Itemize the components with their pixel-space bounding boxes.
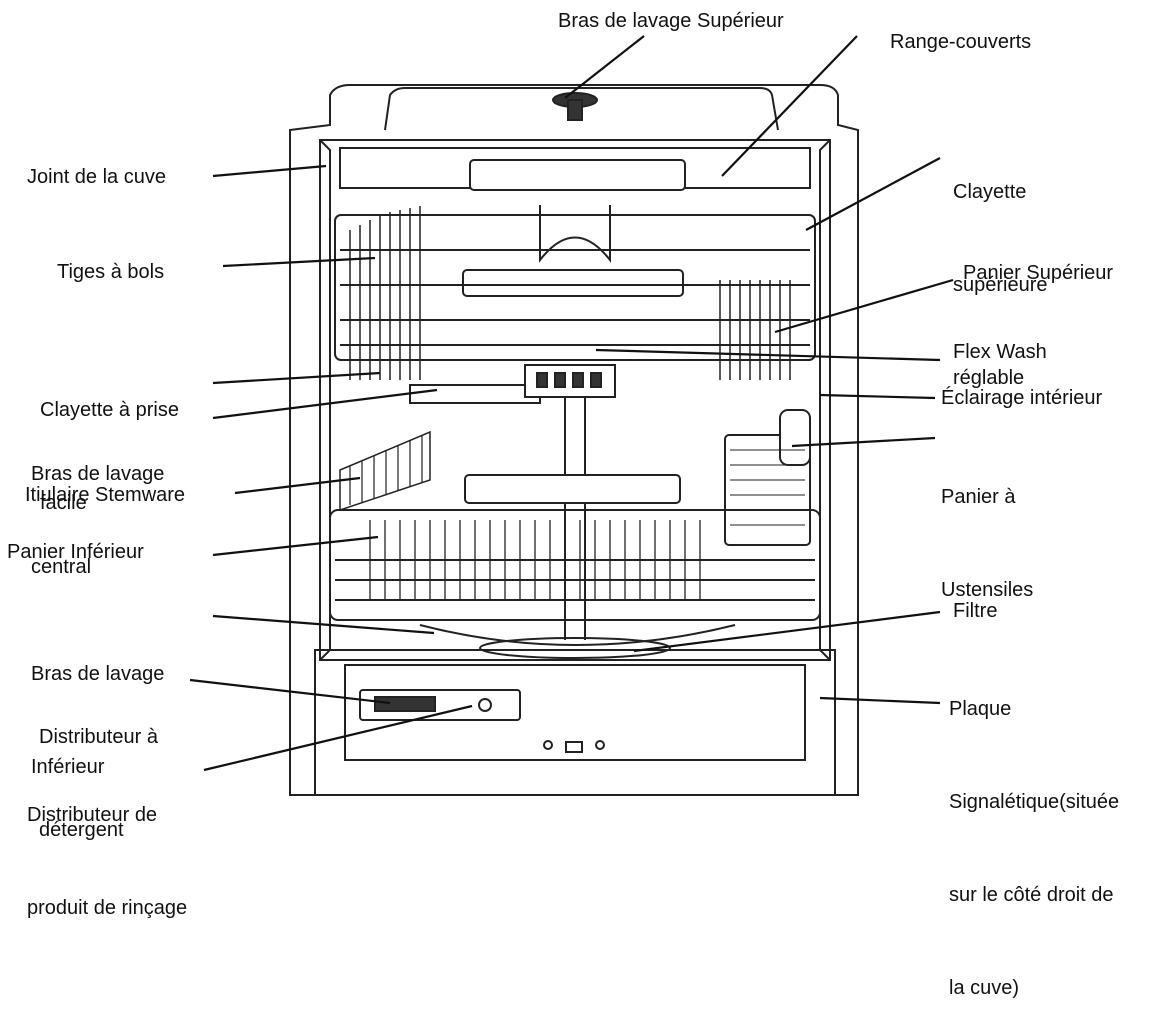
label-utensil-basket-line2: Ustensiles <box>941 579 1034 601</box>
leader-easy-grip-shelf <box>212 371 381 385</box>
dishwasher-diagram <box>189 35 954 796</box>
label-tub-gasket: Joint de la cuve <box>27 166 166 188</box>
utensil-basket <box>724 434 811 546</box>
label-lower-spray-arm-line2: Inférieur <box>31 756 105 778</box>
water-tube <box>564 397 586 640</box>
label-adjustable-upper-rack-line1: Clayette <box>953 181 1027 203</box>
left-bowl-tines <box>349 206 421 380</box>
label-easy-grip-shelf-line1: Clayette à prise <box>40 399 179 421</box>
door-inner-panel <box>344 664 806 761</box>
upper-basket <box>334 214 816 361</box>
label-upper-basket: Panier Supérieur <box>963 262 1114 284</box>
dishwasher-outer-body <box>289 84 859 796</box>
leader-mid-spray-arm <box>212 388 438 420</box>
central-arch <box>539 205 611 263</box>
leader-flex-wash <box>595 348 941 362</box>
leader-adjustable-upper-rack <box>805 157 941 231</box>
door <box>314 649 836 796</box>
leader-upper-basket <box>774 278 954 334</box>
label-rating-plate-line3: sur le côté droit de <box>949 884 1114 906</box>
label-rating-plate-line1: Plaque <box>949 698 1012 720</box>
leader-lower-basket <box>212 535 379 557</box>
leader-rating-plate <box>819 696 941 705</box>
lower-spray-arm <box>419 624 736 646</box>
tub-left-wall <box>319 139 331 661</box>
label-upper-spray-arm: Bras de lavage Supérieur <box>558 10 784 32</box>
label-flex-wash: Flex Wash <box>953 341 1047 363</box>
lower-basket-handle <box>464 474 681 504</box>
leader-detergent-dispenser <box>189 678 391 705</box>
label-adjustable-upper-rack-line3: réglable <box>953 367 1025 389</box>
detergent-dispenser <box>359 689 521 721</box>
upper-basket-handle <box>462 269 684 297</box>
leader-cutlery-rack <box>721 35 858 177</box>
label-rinse-aid-dispenser: Distributeur de produit de rinçage <box>27 738 187 955</box>
label-mid-spray-arm-line1: Bras de lavage <box>31 463 165 485</box>
label-rinse-aid-dispenser-line1: Distributeur de <box>27 804 158 826</box>
label-mid-spray-arm: Bras de lavage central <box>31 397 164 614</box>
tub-right-wall <box>819 139 831 661</box>
label-rating-plate: Plaque Signalétique(située sur le côté d… <box>949 632 1119 1035</box>
label-easy-grip-shelf: Clayette à prise facile <box>40 333 179 550</box>
label-lower-spray-arm-line1: Bras de lavage <box>31 663 165 685</box>
label-stemware-holder: Itiulaire Stemware <box>25 484 186 506</box>
leader-upper-spray-arm <box>564 35 645 99</box>
label-utensil-basket: Panier à Ustensiles <box>941 420 1033 637</box>
leader-filter <box>633 610 941 653</box>
leader-utensil-basket <box>791 436 936 448</box>
filter <box>479 637 671 659</box>
label-mid-spray-arm-line2: central <box>31 556 92 578</box>
label-rating-plate-line4: la cuve) <box>949 977 1020 999</box>
label-interior-light: Éclairage intérieur <box>941 387 1103 409</box>
leader-bowl-tines <box>222 256 376 268</box>
label-adjustable-upper-rack-line2: supérieure <box>953 274 1048 296</box>
lower-basket-tines <box>369 520 701 600</box>
label-lower-spray-arm: Bras de lavage Inférieur <box>31 597 164 814</box>
label-easy-grip-shelf-line2: facile <box>40 492 87 514</box>
stemware-holder <box>339 430 431 512</box>
upper-spray-arm-stem <box>567 99 583 121</box>
label-bowl-tines: Tiges à bols <box>57 261 165 283</box>
cutlery-rack-handle <box>469 159 686 191</box>
leader-rinse-aid-dispenser <box>203 704 473 772</box>
label-rinse-aid-dispenser-line2: produit de rinçage <box>27 897 188 919</box>
utensil-basket-handle <box>779 409 811 466</box>
upper-basket-rails <box>340 249 810 346</box>
label-detergent-dispenser-line1: Distributeur à <box>39 726 158 748</box>
mid-spray-arm <box>409 384 541 404</box>
label-adjustable-upper-rack: Clayette supérieure réglable <box>953 115 1048 425</box>
leader-interior-light <box>819 393 936 400</box>
leader-lines <box>189 35 954 772</box>
top-control-bump <box>384 87 779 131</box>
label-cutlery-rack: Range-couverts <box>890 31 1032 53</box>
leader-lower-spray-arm <box>212 614 435 635</box>
label-filter: Filtre <box>953 600 998 622</box>
label-lower-basket: Panier Inférieur <box>7 541 144 563</box>
lower-basket <box>329 509 821 621</box>
label-utensil-basket-line1: Panier à <box>941 486 1016 508</box>
label-rating-plate-line2: Signalétique(située <box>949 791 1120 813</box>
leader-tub-gasket <box>212 164 327 178</box>
leader-stemware-holder <box>234 476 361 495</box>
lower-basket-rails <box>335 559 815 601</box>
inner-tub <box>319 139 831 661</box>
